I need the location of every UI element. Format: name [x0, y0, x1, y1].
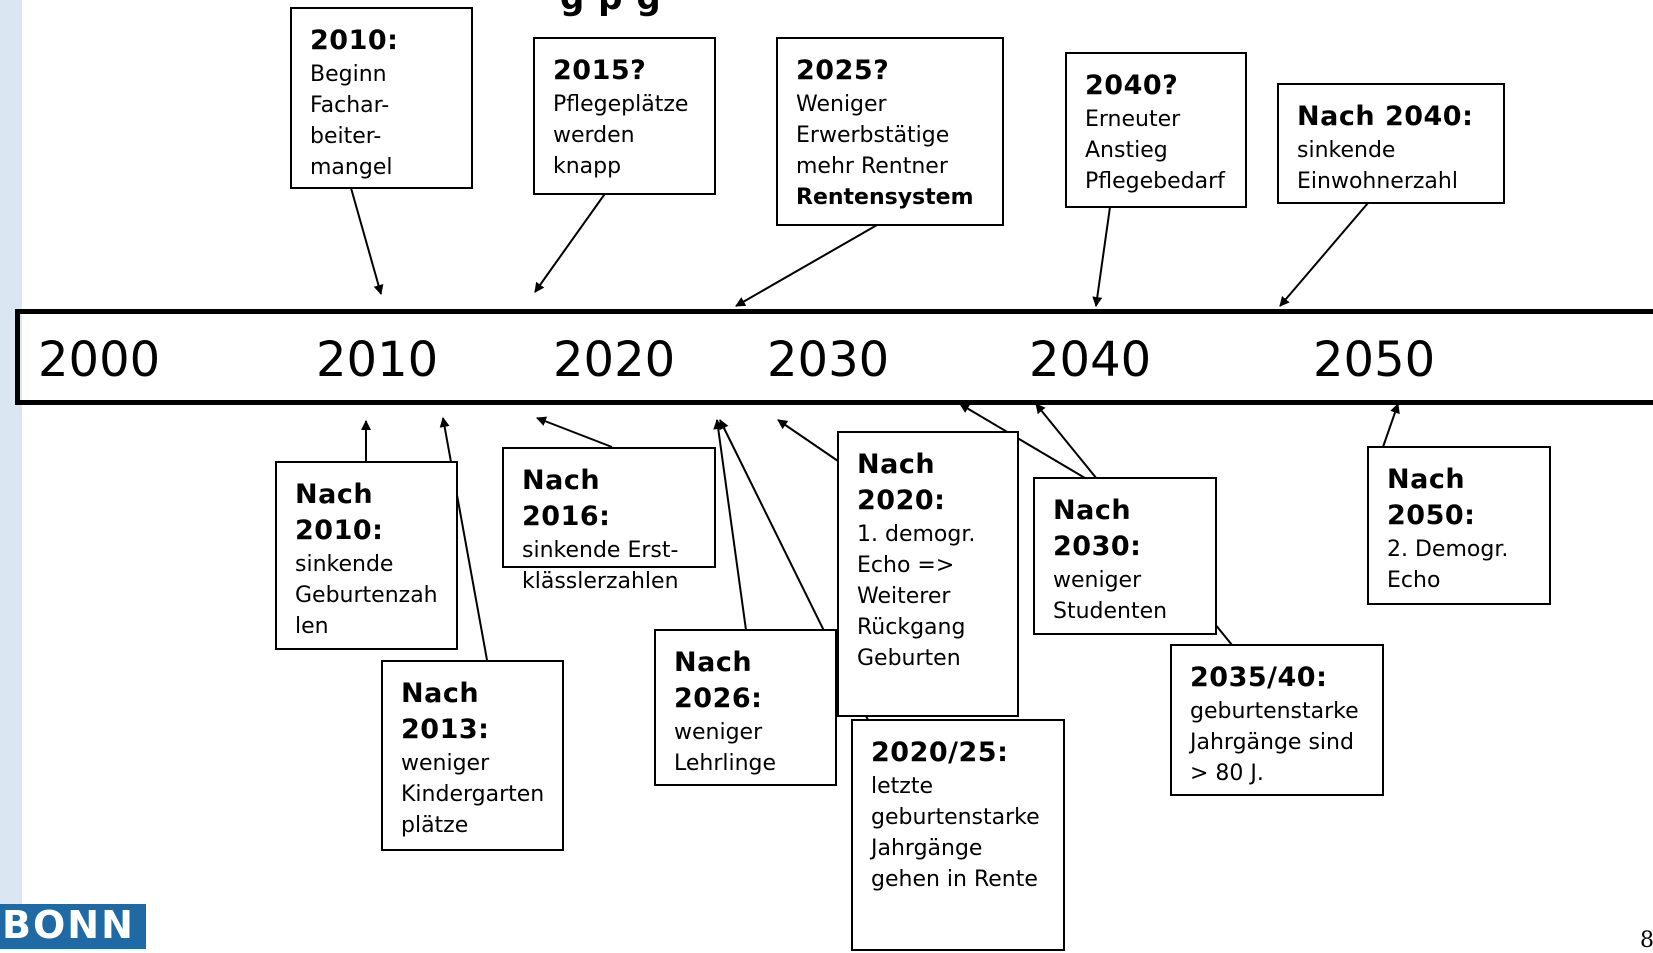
arrow-2040-pflege: [1092, 206, 1111, 307]
event-text: weniger Lehrlinge: [674, 720, 777, 776]
timeline-year-2020: 2020: [553, 332, 676, 388]
timeline-bar: [15, 309, 1653, 405]
event-heading: Nach 2016:: [522, 465, 611, 532]
event-box-2025: 2025? Weniger Erwerbstätige mehr Rentner…: [776, 37, 1004, 226]
event-heading: Nach 2030:: [1053, 495, 1142, 562]
event-heading: 2035/40:: [1190, 662, 1328, 693]
event-text: letzte geburtenstarke Jahrgänge gehen in…: [871, 774, 1040, 892]
timeline-year-2000: 2000: [38, 332, 161, 388]
arrow-nach-2020: [777, 419, 839, 462]
arrow-nach-2016: [536, 416, 613, 448]
event-text: sinkende Erst- klässlerzahlen: [522, 538, 679, 594]
event-heading: Nach 2010:: [295, 479, 384, 546]
event-heading: Nach 2050:: [1387, 464, 1476, 531]
arrow-2015-pflege: [534, 187, 610, 293]
event-text: weniger Kindergarten plätze: [401, 751, 545, 838]
event-heading: 2015?: [553, 55, 647, 86]
event-text: weniger Studenten: [1053, 568, 1168, 624]
event-box-nach-2013: Nach 2013: weniger Kindergarten plätze: [381, 660, 564, 851]
arrow-nach-2040: [1279, 202, 1369, 307]
timeline-year-2040: 2040: [1029, 332, 1152, 388]
event-text: sinkende Einwohnerzahl: [1297, 138, 1458, 194]
event-text: 1. demogr. Echo => Weiterer Rückgang Geb…: [857, 522, 976, 671]
event-box-2010-beginn: 2010: Beginn Fachar- beiter- mangel: [290, 7, 473, 189]
timeline-year-2030: 2030: [767, 332, 890, 388]
event-text: Pflegeplätze werden knapp: [553, 92, 689, 179]
event-box-nach-2030: Nach 2030: weniger Studenten: [1033, 477, 1217, 635]
event-text: geburtenstarke Jahrgänge sind > 80 J.: [1190, 699, 1359, 786]
event-box-2015: 2015? Pflegeplätze werden knapp: [533, 37, 716, 195]
event-box-nach-2050: Nach 2050: 2. Demogr. Echo: [1367, 446, 1551, 605]
arrow-nach-2050: [1382, 403, 1400, 448]
arrow-nach-2026: [713, 419, 747, 631]
event-heading: 2020/25:: [871, 737, 1009, 768]
bonn-logo: BONN: [0, 904, 146, 949]
event-box-nach-2010: Nach 2010: sinkende Geburtenzah len: [275, 461, 458, 650]
slide-title-fragment: g p g: [560, 0, 1160, 18]
event-text: Weniger Erwerbstätige mehr Rentner: [796, 92, 950, 179]
event-box-2035-40: 2035/40: geburtenstarke Jahrgänge sind >…: [1170, 644, 1384, 796]
arrow-2010-beginn: [350, 187, 384, 295]
event-heading: Nach 2013:: [401, 678, 490, 745]
event-box-nach-2020: Nach 2020: 1. demogr. Echo => Weiterer R…: [837, 431, 1019, 717]
event-heading: 2010:: [310, 25, 399, 56]
event-bold-text: Rentensystem: [796, 185, 974, 210]
timeline-year-2010: 2010: [316, 332, 439, 388]
page-number: 8: [1640, 928, 1653, 953]
event-heading: Nach 2026:: [674, 647, 763, 714]
event-heading: 2040?: [1085, 70, 1179, 101]
event-text: Erneuter Anstieg Pflegebedarf: [1085, 107, 1225, 194]
left-accent-strip: [0, 0, 22, 949]
event-box-2040: 2040? Erneuter Anstieg Pflegebedarf: [1065, 52, 1247, 208]
arrow-2025-rente: [735, 220, 885, 307]
event-box-nach-2026: Nach 2026: weniger Lehrlinge: [654, 629, 837, 786]
event-box-nach-2016: Nach 2016: sinkende Erst- klässlerzahlen: [502, 447, 716, 594]
event-heading: 2025?: [796, 55, 890, 86]
timeline-year-2050: 2050: [1313, 332, 1436, 388]
event-box-nach-2040: Nach 2040: sinkende Einwohnerzahl: [1277, 83, 1505, 204]
event-box-2020-25: 2020/25: letzte geburtenstarke Jahrgänge…: [851, 719, 1065, 951]
event-heading: Nach 2020:: [857, 449, 946, 516]
event-heading: Nach 2040:: [1297, 101, 1474, 132]
event-text: sinkende Geburtenzah len: [295, 552, 438, 639]
event-text: 2. Demogr. Echo: [1387, 537, 1509, 593]
event-text: Beginn Fachar- beiter- mangel: [310, 62, 393, 180]
